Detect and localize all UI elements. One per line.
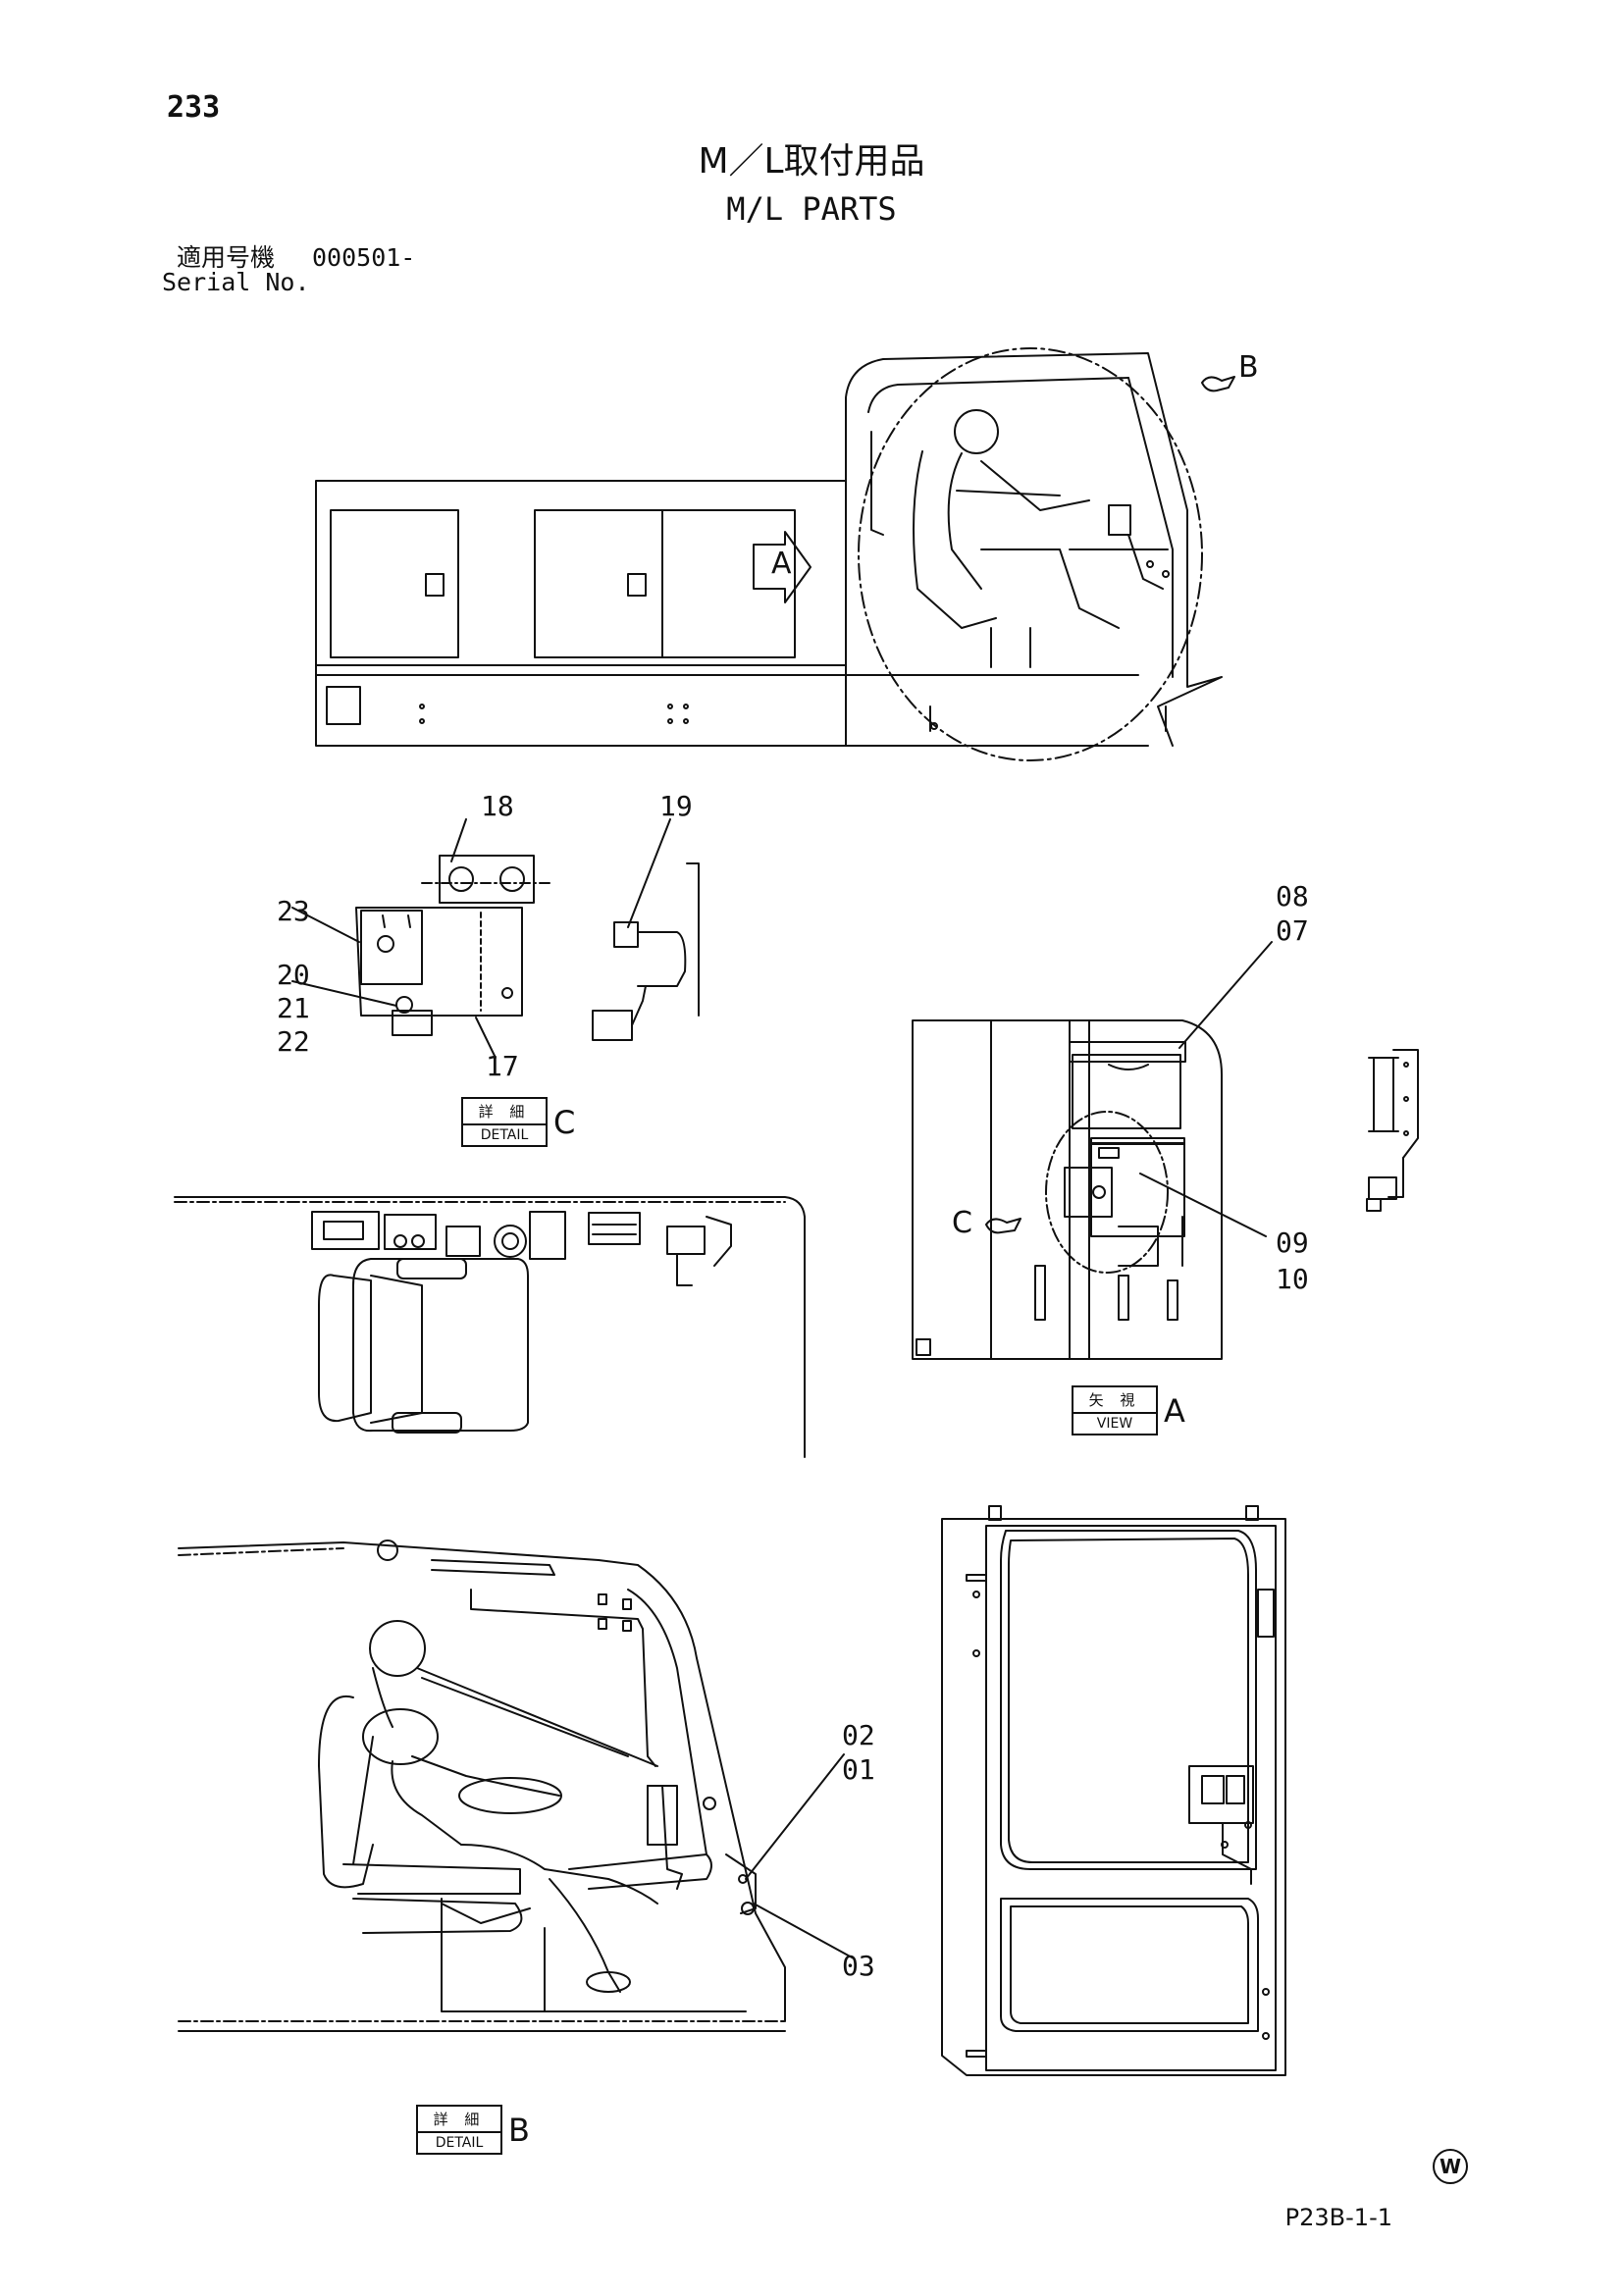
callout-18: 18 [481, 790, 514, 822]
view-a-drawing [912, 941, 1273, 1360]
callout-23: 23 [277, 895, 310, 927]
arrow-b-letter: B [1238, 350, 1259, 385]
page-title-en: M/L PARTS [726, 190, 897, 228]
page-number: 233 [167, 90, 221, 125]
callout-07: 07 [1276, 914, 1309, 947]
callout-17: 17 [486, 1050, 519, 1082]
callout-08: 08 [1276, 880, 1309, 913]
detail-b-tag-letter: B [508, 2111, 530, 2149]
callout-09: 09 [1276, 1226, 1309, 1259]
view-a-tag-letter: A [1164, 1391, 1185, 1430]
callout-02: 02 [842, 1719, 875, 1751]
detail-b-tag-jp: 詳 細 [418, 2107, 500, 2133]
callout-22: 22 [277, 1025, 310, 1058]
detail-b-drawing [178, 1539, 855, 2032]
arrow-a-letter: A [771, 547, 792, 581]
detail-c-drawing [291, 818, 700, 1059]
corner-mark: W [1433, 2149, 1468, 2184]
door-front-view [941, 1505, 1286, 2076]
serial-value: 000501- [312, 243, 416, 272]
serial-label-jp: 適用号機 [177, 243, 276, 272]
detail-b-tag-en: DETAIL [435, 2135, 484, 2151]
footer-code: P23B-1-1 [1284, 2204, 1392, 2231]
view-a-tag-jp: 矢 視 [1073, 1387, 1156, 1414]
callout-03: 03 [842, 1950, 875, 1982]
arrow-c-letter: C [952, 1206, 972, 1240]
page-title-jp: M／L取付用品 [698, 141, 925, 182]
machine-side-view [315, 347, 1235, 761]
detail-c-tag-en: DETAIL [480, 1127, 529, 1143]
console-top-view [174, 1196, 806, 1458]
detail-c-tag-jp: 詳 細 [463, 1099, 546, 1125]
side-detail-drawing [1366, 1049, 1419, 1212]
view-a-tag-en: VIEW [1096, 1416, 1133, 1432]
callout-01: 01 [842, 1753, 875, 1786]
callout-20: 20 [277, 959, 310, 991]
view-a-tag: 矢 視 VIEW A [1072, 1385, 1185, 1435]
callout-21: 21 [277, 992, 310, 1024]
callout-19: 19 [659, 790, 693, 822]
detail-c-tag-letter: C [553, 1103, 576, 1141]
detail-b-tag: 詳 細 DETAIL B [416, 2105, 530, 2155]
callout-10: 10 [1276, 1263, 1309, 1295]
serial-label-en: Serial No. [162, 268, 310, 296]
detail-c-tag: 詳 細 DETAIL C [461, 1097, 575, 1147]
